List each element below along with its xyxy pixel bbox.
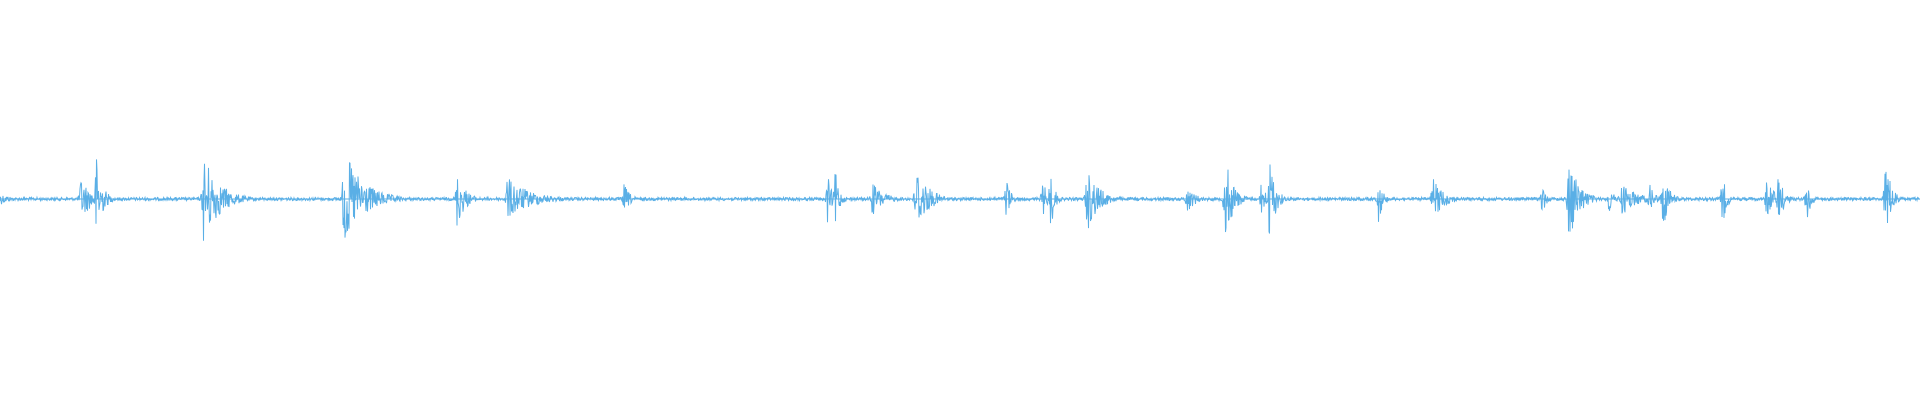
waveform-trace [0,159,1920,241]
